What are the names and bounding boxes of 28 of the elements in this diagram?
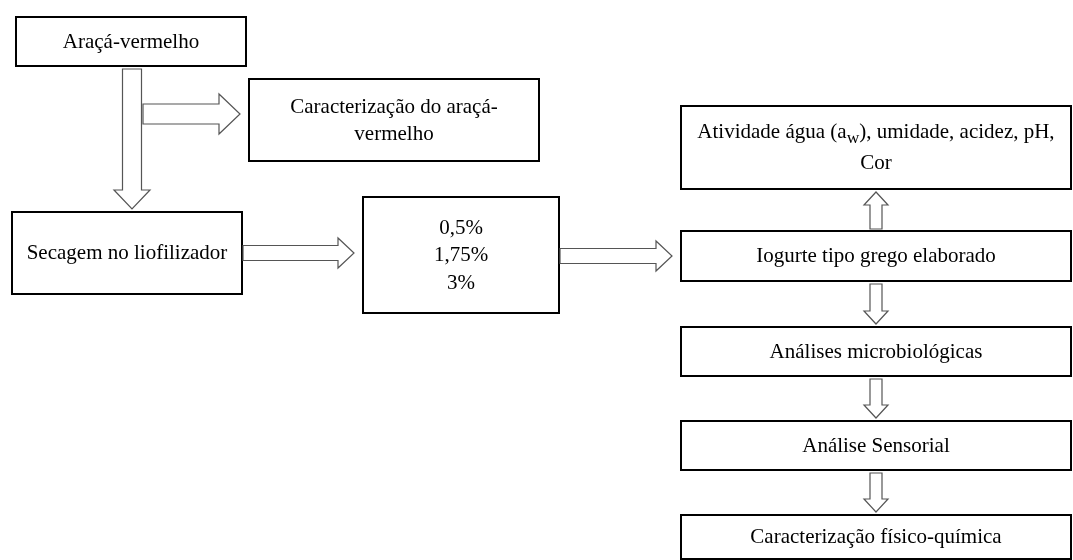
process-box [362,196,560,314]
box-text: Caracterização físico-química [750,523,1002,551]
block-arrow [862,191,890,230]
block-arrow [242,236,355,270]
process-box [680,105,1072,190]
process-box [248,78,540,162]
block-arrow [559,239,673,273]
process-box [680,420,1072,471]
block-arrow [862,283,890,325]
box-text: 1,75% [433,241,489,269]
box-text: Atividade água (a$_{w}$), umidade, acidez, pH, Cor [696,118,1056,177]
process-box [680,230,1072,282]
process-box [15,16,247,67]
block-arrow [862,378,890,419]
box-text: 3% [447,268,475,296]
box-text: Secagem no liofilizador [26,239,228,267]
block-arrow [862,472,890,513]
box-text: Análise Sensorial [802,431,950,459]
box-text: Análises microbiológicas [769,337,983,365]
block-arrow [112,68,152,210]
box-text: 0,5% [439,214,483,242]
block-arrow [142,92,241,136]
process-box [680,326,1072,377]
process-box [680,514,1072,560]
box-text: Caracterização do araçá-vermelho [289,92,499,147]
box-text: Araçá-vermelho [62,27,200,55]
process-box [11,211,243,295]
box-text: Iogurte tipo grego elaborado [756,242,996,270]
